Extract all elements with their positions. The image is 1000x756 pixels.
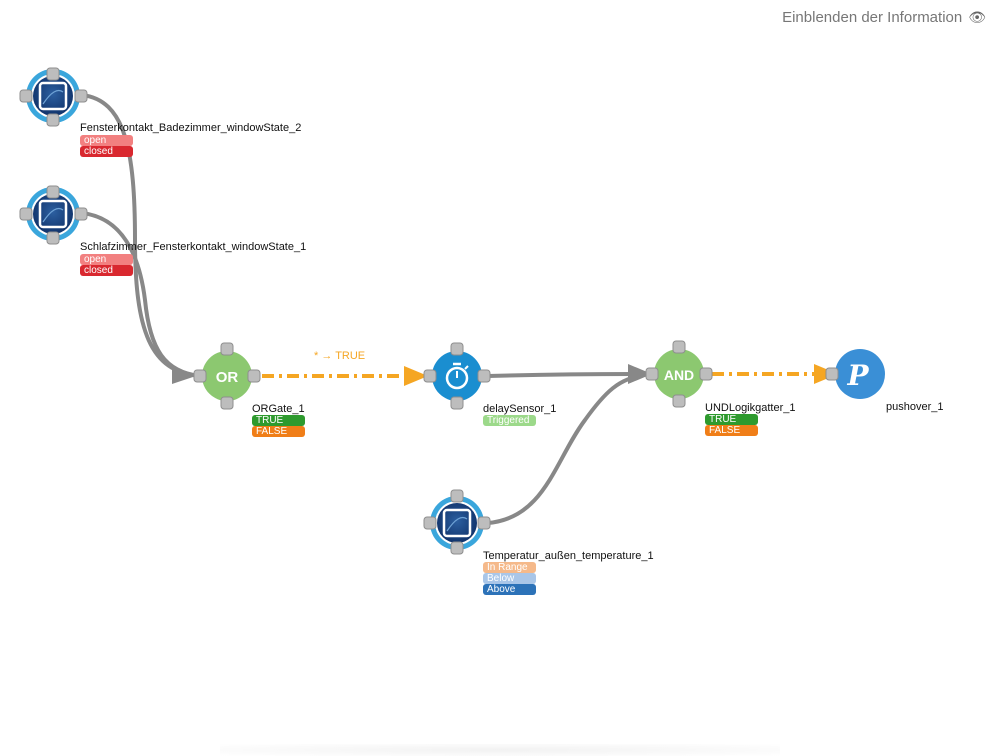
arrowhead-delay-input <box>404 366 428 386</box>
state-badge-closed: closed <box>80 265 133 276</box>
edges <box>80 93 838 525</box>
handle-left[interactable] <box>19 207 33 221</box>
handle-top[interactable] <box>46 67 60 81</box>
handle-top[interactable] <box>450 342 464 356</box>
info-toggle-label: Einblenden der Information <box>782 9 963 26</box>
or-symbol: OR <box>216 369 239 386</box>
handle-left[interactable] <box>825 367 839 381</box>
handle-top[interactable] <box>46 185 60 199</box>
arrowhead-or-input <box>172 366 196 384</box>
handle-top[interactable] <box>672 340 686 354</box>
edge-temperatur-to-and[interactable] <box>487 374 643 525</box>
node-temperatur[interactable] <box>423 489 491 555</box>
handle-right[interactable] <box>477 516 491 530</box>
handle-left[interactable] <box>193 369 207 383</box>
eye-icon: 👁 <box>968 9 986 25</box>
edge-label-or-to-delay: * → TRUE <box>314 350 366 362</box>
and-symbol: AND <box>664 367 694 383</box>
node-label-fenster-schlaf: Schlafzimmer_Fensterkontakt_windowState_… <box>80 241 307 253</box>
state-badge-false: FALSE <box>252 426 305 437</box>
handle-left[interactable] <box>423 516 437 530</box>
handle-bottom[interactable] <box>46 231 60 245</box>
node-delay[interactable] <box>423 342 491 410</box>
window-sensor-icon <box>38 199 68 229</box>
bottom-shadow <box>220 744 780 756</box>
state-badge-triggered: Triggered <box>483 415 536 426</box>
handle-right[interactable] <box>247 369 261 383</box>
edge-fenster-bad-to-or[interactable] <box>80 93 202 378</box>
node-label-orgate: ORGate_1 <box>252 403 305 415</box>
handle-bottom[interactable] <box>46 113 60 127</box>
handle-left[interactable] <box>645 367 659 381</box>
handle-bottom[interactable] <box>672 394 686 408</box>
node-label-delay: delaySensor_1 <box>483 403 557 415</box>
handle-left[interactable] <box>19 89 33 103</box>
state-badge-closed: closed <box>80 146 133 157</box>
handle-top[interactable] <box>450 489 464 503</box>
state-badge-below: Below <box>483 573 536 584</box>
handle-bottom[interactable] <box>220 396 234 410</box>
node-label-temperatur: Temperatur_außen_temperature_1 <box>483 550 654 562</box>
handle-right[interactable] <box>699 367 713 381</box>
state-badge-true: TRUE <box>705 414 758 425</box>
node-label-pushover: pushover_1 <box>886 401 944 413</box>
node-label-fenster-bad: Fensterkontakt_Badezimmer_windowState_2 <box>80 122 302 134</box>
handle-right[interactable] <box>477 369 491 383</box>
edge-delay-to-and[interactable] <box>487 372 643 378</box>
state-badge-open: open <box>80 135 133 146</box>
handle-bottom[interactable] <box>450 396 464 410</box>
edge-fenster-schlaf-to-or[interactable] <box>80 211 202 378</box>
node-fenster-bad[interactable] <box>19 67 88 127</box>
state-badge-true: TRUE <box>252 415 305 426</box>
pushover-icon: P <box>846 359 869 392</box>
state-badge-false: FALSE <box>705 425 758 436</box>
window-sensor-icon <box>38 81 68 111</box>
handle-right[interactable] <box>74 89 88 103</box>
state-badge-above: Above <box>483 584 536 595</box>
info-toggle-button[interactable]: Einblenden der Information 👁 <box>782 9 986 26</box>
node-label-andgate: UNDLogikgatter_1 <box>705 402 796 414</box>
arrowhead-and-input <box>628 364 652 384</box>
node-andgate[interactable]: AND <box>645 340 713 408</box>
state-badge-in-range: In Range <box>483 562 536 573</box>
temperature-sensor-icon <box>442 508 472 538</box>
state-badge-open: open <box>80 254 133 265</box>
handle-right[interactable] <box>74 207 88 221</box>
handle-bottom[interactable] <box>450 541 464 555</box>
node-pushover[interactable]: P <box>825 349 885 399</box>
node-fenster-schlaf[interactable] <box>19 185 88 245</box>
handle-left[interactable] <box>423 369 437 383</box>
node-orgate[interactable]: OR <box>193 342 261 410</box>
stopwatch-icon <box>445 362 469 390</box>
handle-top[interactable] <box>220 342 234 356</box>
